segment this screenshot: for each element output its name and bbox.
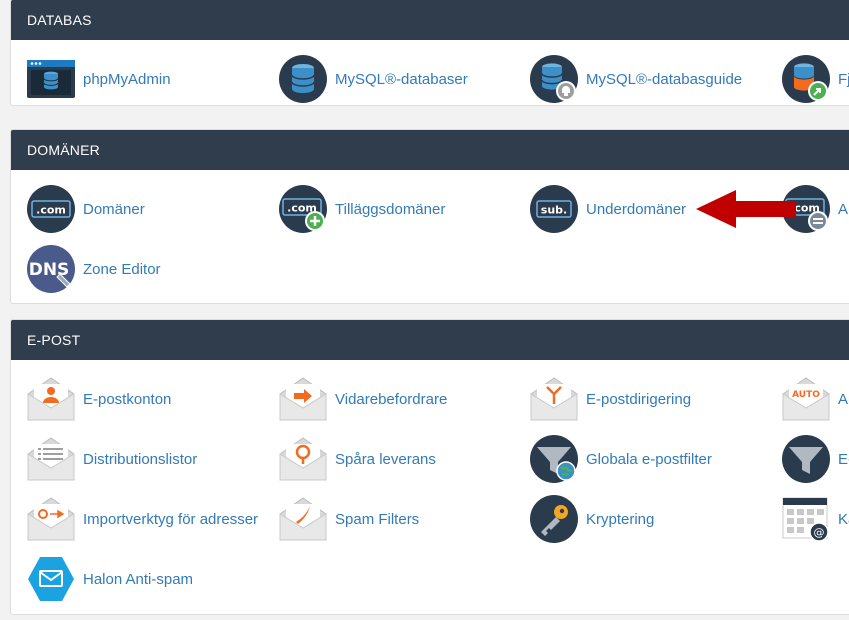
- auto-icon-text: AUTO: [792, 390, 820, 400]
- halon-antispam-link[interactable]: Halon Anti-spam: [26, 554, 193, 604]
- email-filter-icon: [781, 434, 831, 484]
- svg-text:@: @: [814, 526, 825, 539]
- mysql-databases-label: MySQL®-databaser: [335, 70, 468, 88]
- email-filters-label: E-: [838, 450, 849, 468]
- email-accounts-label: E-postkonton: [83, 390, 172, 408]
- phpmyadmin-label: phpMyAdmin: [83, 70, 171, 88]
- halon-antispam-label: Halon Anti-spam: [83, 570, 194, 588]
- calendar-label: Ka: [838, 510, 849, 528]
- encryption-label: Kryptering: [586, 510, 655, 528]
- subdomains-icon: sub.: [529, 184, 579, 234]
- databas-panel: DATABAS phpMyAdmin MySQL®-database: [10, 0, 849, 106]
- subdomains-label: Underdomäner: [586, 200, 687, 218]
- encryption-link[interactable]: Kryptering: [529, 494, 654, 544]
- autoresponders-link[interactable]: AUTO Au: [781, 374, 849, 424]
- dns-zone-editor-icon: DNS: [26, 244, 76, 294]
- mailing-lists-label: Distributionslistor: [83, 450, 198, 468]
- zone-editor-label: Zone Editor: [83, 260, 161, 278]
- track-delivery-link[interactable]: Spåra leverans: [278, 434, 436, 484]
- aliases-label: Al: [838, 200, 849, 218]
- global-filter-icon: [529, 434, 579, 484]
- forwarders-label: Vidarebefordrare: [335, 390, 448, 408]
- remote-mysql-label: Fj: [838, 70, 849, 88]
- global-filters-label: Globala e-postfilter: [586, 450, 712, 468]
- domains-label: Domäner: [83, 200, 145, 218]
- email-routing-icon: [529, 374, 579, 424]
- track-delivery-icon: [278, 434, 328, 484]
- email-routing-link[interactable]: E-postdirigering: [529, 374, 691, 424]
- import-addresses-label: Importverktyg för adresser: [83, 510, 259, 528]
- phpmyadmin-icon: [26, 54, 76, 104]
- addon-domains-label: Tilläggsdomäner: [335, 200, 446, 218]
- spam-filters-icon: [278, 494, 328, 544]
- red-arrow-annotation: [696, 190, 796, 228]
- forwarders-link[interactable]: Vidarebefordrare: [278, 374, 447, 424]
- mysql-databases-link[interactable]: MySQL®-databaser: [278, 54, 468, 104]
- mysql-wizard-link[interactable]: MySQL®-databasguide: [529, 54, 742, 104]
- remote-mysql-link[interactable]: Fj: [781, 54, 849, 104]
- forwarders-icon: [278, 374, 328, 424]
- calendar-icon: @: [781, 494, 831, 544]
- track-delivery-label: Spåra leverans: [335, 450, 436, 468]
- database-wizard-icon: [529, 54, 579, 104]
- phpmyadmin-link[interactable]: phpMyAdmin: [26, 54, 171, 104]
- addon-domains-icon: .com: [278, 184, 328, 234]
- global-filters-link[interactable]: Globala e-postfilter: [529, 434, 712, 484]
- email-routing-label: E-postdirigering: [586, 390, 692, 408]
- subdomains-link[interactable]: sub. Underdomäner: [529, 184, 686, 234]
- epost-header: E-POST: [11, 320, 849, 360]
- calendar-link[interactable]: @ Ka: [781, 494, 849, 544]
- epost-panel: E-POST E-postkonton Vidarebefordrare: [10, 319, 849, 615]
- autoresponder-icon: AUTO: [781, 374, 831, 424]
- com-icon-text: .com: [36, 204, 66, 217]
- zone-editor-link[interactable]: DNS Zone Editor: [26, 244, 161, 294]
- remote-database-icon: [781, 54, 831, 104]
- database-icon: [278, 54, 328, 104]
- spam-filters-label: Spam Filters: [335, 510, 420, 528]
- spam-filters-link[interactable]: Spam Filters: [278, 494, 419, 544]
- domaner-panel: DOMÄNER .com Domäner .com Tilläggsdomäne…: [10, 129, 849, 304]
- domains-com-icon: .com: [26, 184, 76, 234]
- encryption-key-icon: [529, 494, 579, 544]
- email-filters-link[interactable]: E-: [781, 434, 849, 484]
- domaner-header: DOMÄNER: [11, 130, 849, 170]
- import-addresses-icon: [26, 494, 76, 544]
- domains-link[interactable]: .com Domäner: [26, 184, 145, 234]
- halon-antispam-icon: [26, 554, 76, 604]
- mailing-lists-link[interactable]: Distributionslistor: [26, 434, 197, 484]
- email-accounts-icon: [26, 374, 76, 424]
- autoresponders-label: Au: [838, 390, 849, 408]
- databas-header: DATABAS: [11, 0, 849, 40]
- mailing-lists-icon: [26, 434, 76, 484]
- aliases-link[interactable]: .com Al: [781, 184, 849, 234]
- sub-icon-text: sub.: [541, 204, 567, 217]
- aliases-icon: .com: [781, 184, 831, 234]
- mysql-wizard-label: MySQL®-databasguide: [586, 70, 743, 88]
- addon-domains-link[interactable]: .com Tilläggsdomäner: [278, 184, 445, 234]
- email-accounts-link[interactable]: E-postkonton: [26, 374, 171, 424]
- com-icon-text: .com: [790, 202, 820, 215]
- com-icon-text: .com: [287, 202, 317, 215]
- import-addresses-link[interactable]: Importverktyg för adresser: [26, 494, 258, 544]
